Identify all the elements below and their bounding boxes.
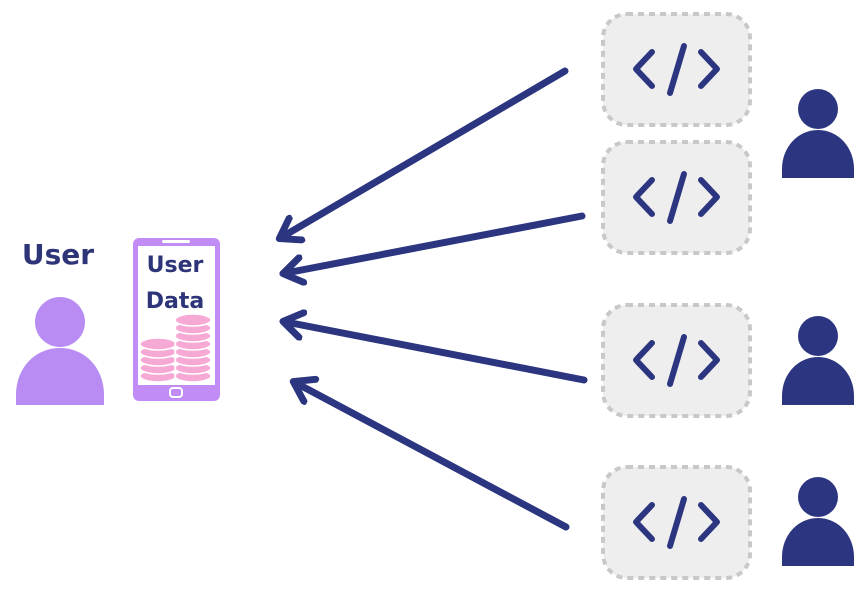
code-box-3	[601, 303, 752, 418]
arrow-3	[286, 322, 588, 384]
code-icon	[633, 171, 720, 224]
developer-person-icon	[782, 477, 854, 566]
arrow-1	[282, 67, 569, 237]
device-data-label-line2: Data	[146, 289, 204, 314]
code-box-4	[601, 465, 752, 580]
user-label: User	[22, 238, 94, 271]
code-box-1	[601, 12, 752, 127]
code-icon	[633, 334, 720, 387]
arrow-2	[286, 212, 586, 273]
user-person-icon	[16, 297, 104, 405]
access-arrows	[282, 67, 588, 531]
code-icon	[633, 43, 720, 96]
developer-person-icon	[782, 316, 854, 405]
developer-person-icon	[782, 89, 854, 178]
code-icon	[633, 496, 720, 549]
arrow-4	[296, 383, 570, 531]
code-box-2	[601, 140, 752, 255]
coin-stack-icon	[139, 313, 212, 383]
device-data-label-line1: User	[147, 253, 204, 278]
